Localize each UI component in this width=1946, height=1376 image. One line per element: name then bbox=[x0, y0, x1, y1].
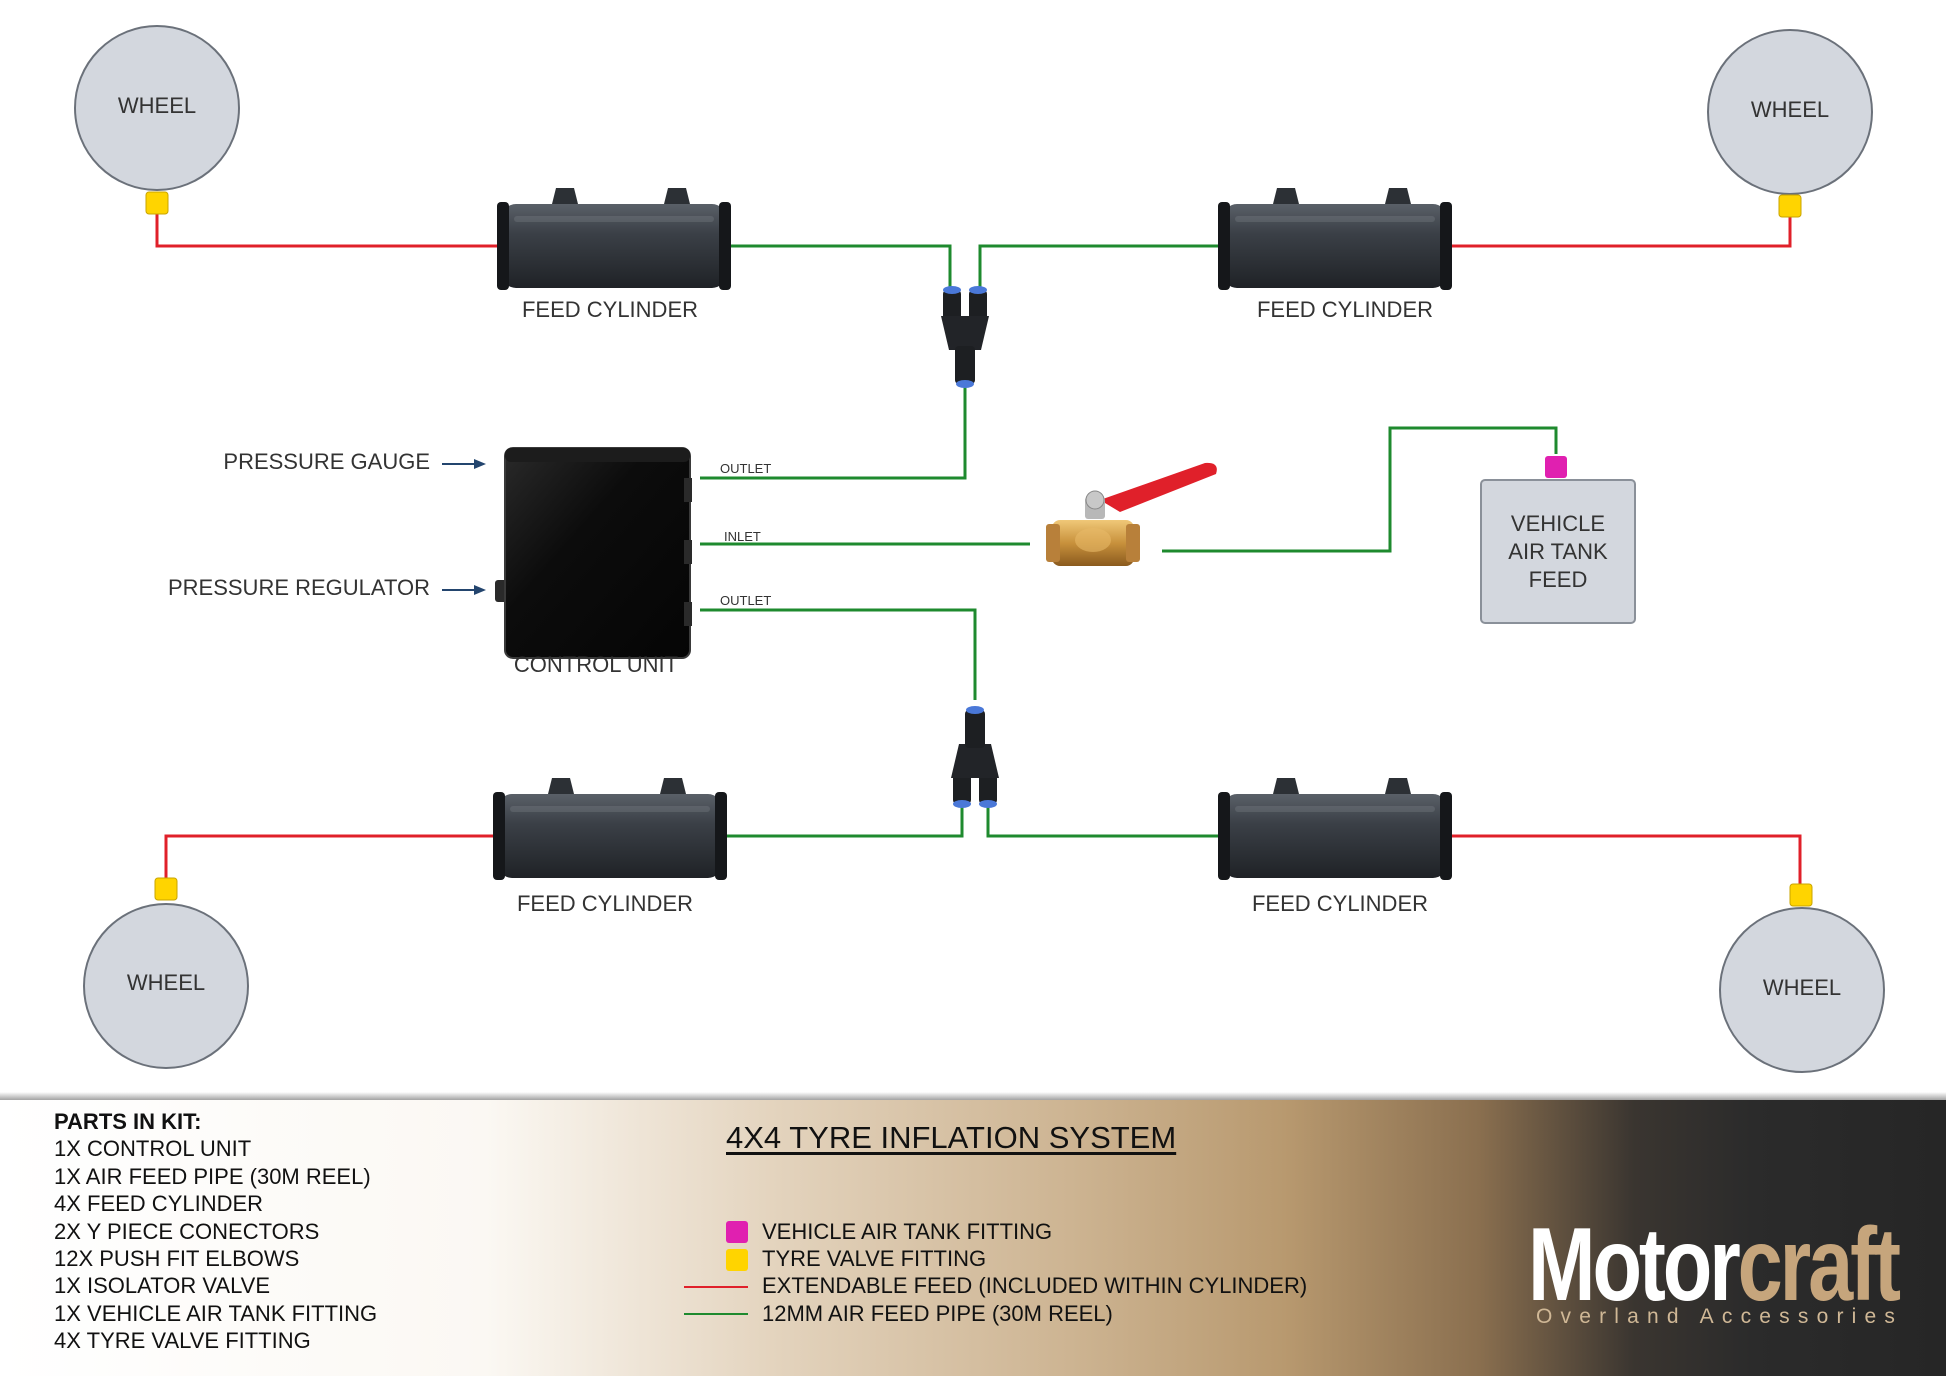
pressure-regulator-callout: PRESSURE REGULATOR bbox=[168, 575, 486, 600]
wheel-front-right: WHEEL bbox=[1707, 29, 1873, 195]
parts-title: PARTS IN KIT: bbox=[54, 1109, 202, 1134]
legend-item: VEHICLE AIR TANK FITTING bbox=[680, 1218, 1307, 1245]
wheel-front-left: WHEEL bbox=[74, 25, 240, 191]
legend: VEHICLE AIR TANK FITTING TYRE VALVE FITT… bbox=[680, 1218, 1307, 1328]
part-item: 1X ISOLATOR VALVE bbox=[54, 1273, 271, 1299]
svg-text:CONTROL UNIT: CONTROL UNIT bbox=[514, 652, 678, 677]
system-title: 4X4 TYRE INFLATION SYSTEM bbox=[726, 1120, 1177, 1155]
wheel-rear-left: WHEEL bbox=[83, 903, 249, 1069]
part-item: 1X VEHICLE AIR TANK FITTING bbox=[54, 1300, 378, 1326]
outlet-bottom-label: OUTLET bbox=[720, 593, 771, 608]
red-line-icon bbox=[684, 1285, 748, 1288]
y-piece-connector-rear bbox=[951, 706, 999, 808]
svg-text:FEED: FEED bbox=[1529, 567, 1588, 592]
parts-in-kit: PARTS IN KIT: 1X CONTROL UNIT 1X AIR FEE… bbox=[54, 1108, 377, 1355]
motorcraft-logo: Motorcraft Overland Accessories bbox=[1528, 1207, 1904, 1328]
svg-text:FEED CYLINDER: FEED CYLINDER bbox=[522, 297, 698, 322]
svg-text:WHEEL: WHEEL bbox=[118, 93, 196, 118]
inlet-label: INLET bbox=[724, 529, 761, 544]
extendable-feed-lines bbox=[155, 212, 1802, 887]
svg-text:WHEEL: WHEEL bbox=[1763, 975, 1841, 1000]
footer-shadow bbox=[0, 1092, 1946, 1102]
control-unit: CONTROL UNIT bbox=[495, 447, 692, 677]
svg-text:AIR TANK: AIR TANK bbox=[1508, 539, 1608, 564]
feed-cylinder-front-right: FEED CYLINDER bbox=[1218, 188, 1452, 322]
part-item: 2X Y PIECE CONECTORS bbox=[54, 1218, 320, 1244]
part-item: 4X FEED CYLINDER bbox=[54, 1191, 264, 1217]
vehicle-air-tank-feed: VEHICLE AIR TANK FEED bbox=[1480, 479, 1636, 624]
air-feed-pipes bbox=[700, 244, 1558, 838]
outlet-top-label: OUTLET bbox=[720, 461, 771, 476]
tyre-valve-fittings bbox=[145, 191, 1813, 907]
isolator-valve bbox=[1046, 462, 1217, 566]
part-item: 1X CONTROL UNIT bbox=[54, 1136, 252, 1162]
part-item: 4X TYRE VALVE FITTING bbox=[54, 1328, 311, 1354]
magenta-square-icon bbox=[726, 1221, 748, 1244]
feed-cylinder-rear-left: FEED CYLINDER bbox=[493, 778, 727, 916]
feed-cylinder-rear-right: FEED CYLINDER bbox=[1218, 778, 1452, 916]
footer-panel: PARTS IN KIT: 1X CONTROL UNIT 1X AIR FEE… bbox=[0, 1100, 1946, 1376]
green-line-icon bbox=[684, 1313, 748, 1316]
feed-cylinder-front-left: FEED CYLINDER bbox=[497, 188, 731, 322]
svg-text:WHEEL: WHEEL bbox=[127, 970, 205, 995]
y-piece-connector-front bbox=[941, 286, 989, 388]
yellow-square-icon bbox=[726, 1248, 748, 1271]
svg-text:FEED CYLINDER: FEED CYLINDER bbox=[1252, 891, 1428, 916]
legend-item: EXTENDABLE FEED (INCLUDED WITHIN CYLINDE… bbox=[680, 1273, 1307, 1300]
part-item: 12X PUSH FIT ELBOWS bbox=[54, 1246, 300, 1272]
svg-text:WHEEL: WHEEL bbox=[1751, 97, 1829, 122]
logo-tagline: Overland Accessories bbox=[1536, 1305, 1904, 1328]
arrow-right-icon bbox=[474, 459, 486, 469]
pressure-gauge-callout: PRESSURE GAUGE bbox=[223, 449, 486, 474]
svg-text:PRESSURE REGULATOR: PRESSURE REGULATOR bbox=[168, 575, 430, 600]
legend-item: 12MM AIR FEED PIPE (30M REEL) bbox=[680, 1300, 1307, 1327]
wheel-rear-right: WHEEL bbox=[1719, 907, 1885, 1073]
legend-item: TYRE VALVE FITTING bbox=[680, 1245, 1307, 1272]
svg-text:FEED CYLINDER: FEED CYLINDER bbox=[1257, 297, 1433, 322]
svg-text:VEHICLE: VEHICLE bbox=[1511, 511, 1605, 536]
arrow-right-icon bbox=[474, 585, 486, 595]
svg-text:PRESSURE GAUGE: PRESSURE GAUGE bbox=[223, 449, 430, 474]
vehicle-air-tank-fitting bbox=[1545, 456, 1567, 478]
svg-text:FEED CYLINDER: FEED CYLINDER bbox=[517, 891, 693, 916]
part-item: 1X AIR FEED PIPE (30M REEL) bbox=[54, 1163, 371, 1189]
